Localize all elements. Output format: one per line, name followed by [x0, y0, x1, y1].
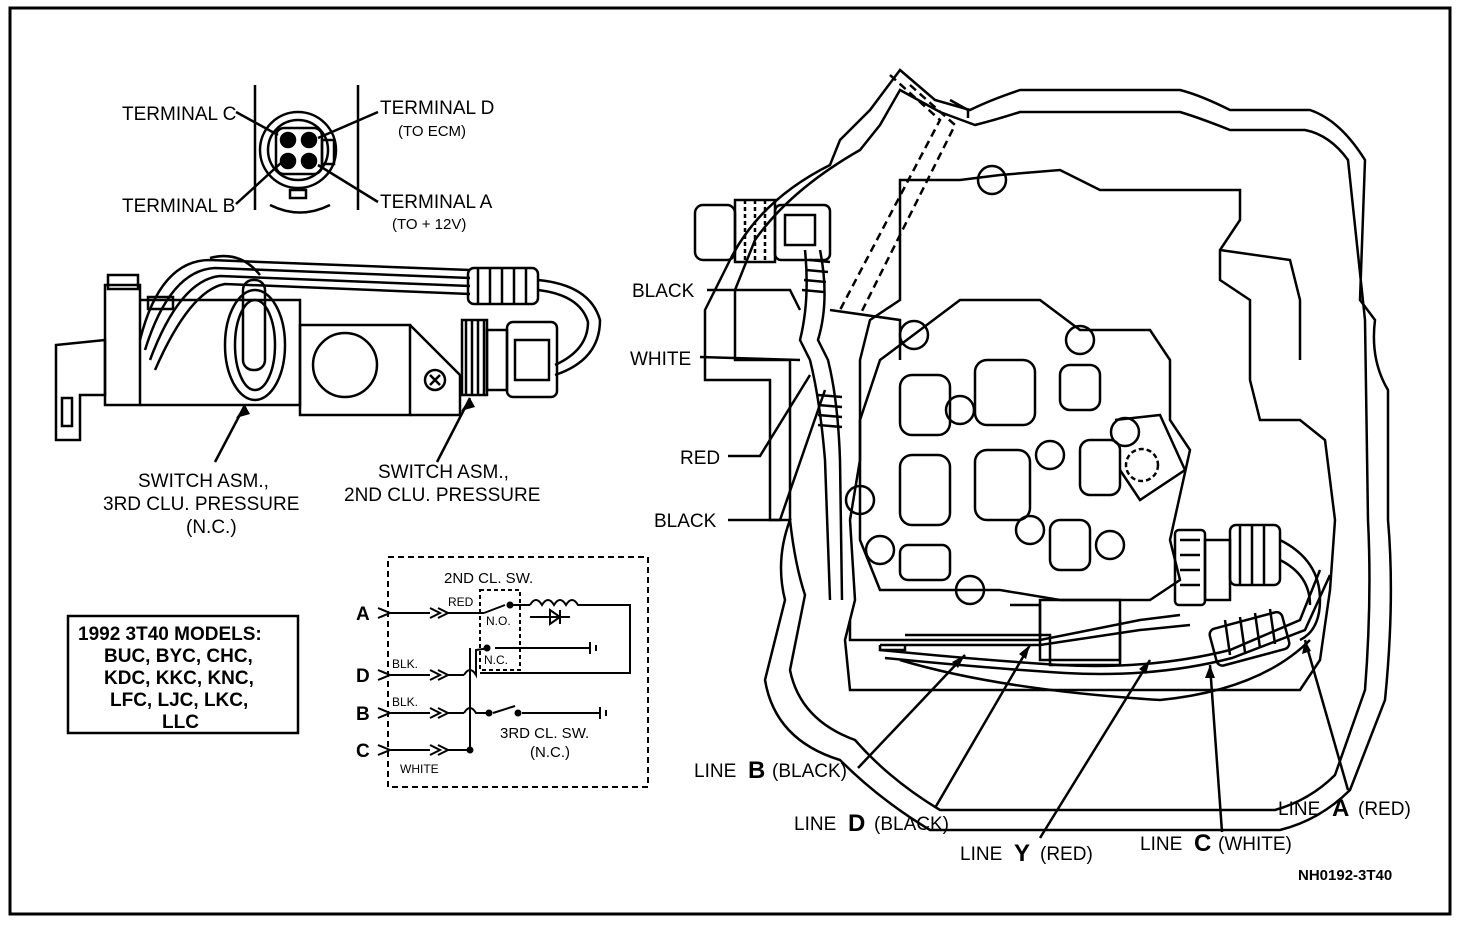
switch-assembly-drawing — [54, 254, 602, 463]
svg-text:BUC, BYC, CHC,: BUC, BYC, CHC, — [104, 646, 253, 667]
svg-text:(N.C.): (N.C.) — [186, 517, 237, 538]
line-d-arrowhead — [1019, 645, 1030, 659]
terminal-d-label: TERMINAL D — [380, 98, 494, 119]
line-b-arrowhead — [952, 655, 965, 668]
line-a-arrowhead — [1302, 640, 1311, 654]
schematic-pins: A RED D BLK. B BLK. C WHITE — [356, 595, 474, 776]
terminal-a-label: TERMINAL A — [380, 192, 493, 213]
svg-text:LINE: LINE — [960, 844, 1002, 865]
pin-a-label: A — [356, 604, 370, 625]
line-d-label: LINE D (BLACK) — [794, 810, 949, 837]
svg-text:2ND CLU. PRESSURE: 2ND CLU. PRESSURE — [344, 485, 540, 506]
pin-c-wire: WHITE — [400, 762, 439, 776]
svg-text:B: B — [748, 757, 765, 784]
line-y-label: LINE Y (RED) — [960, 840, 1093, 867]
line-a-label: LINE A (RED) — [1278, 795, 1411, 822]
switch-2nd-arrowhead — [461, 398, 475, 411]
callout-red: RED — [680, 448, 720, 469]
svg-text:LINE: LINE — [1140, 834, 1182, 855]
models-box — [66, 614, 300, 735]
schematic-3rd-nc: (N.C.) — [530, 744, 570, 761]
svg-text:LINE: LINE — [794, 814, 836, 835]
line-c-arrowhead — [1205, 665, 1215, 678]
svg-text:KDC, KKC, KNC,: KDC, KKC, KNC, — [104, 668, 254, 689]
terminal-a-note: (TO + 12V) — [392, 216, 466, 233]
svg-text:1992 3T40 MODELS:: 1992 3T40 MODELS: — [78, 624, 262, 645]
switch-3rd-label: SWITCH ASM., 3RD CLU. PRESSURE (N.C.) — [103, 471, 299, 538]
terminal-b-label: TERMINAL B — [122, 196, 235, 217]
pin-a-wire: RED — [448, 595, 474, 609]
schematic-lines — [377, 589, 631, 756]
svg-text:(RED): (RED) — [1358, 799, 1411, 820]
pin-b-wire: BLK. — [392, 695, 418, 709]
line-b-label: LINE B (BLACK) — [694, 757, 847, 784]
switch-3rd-arrowhead — [236, 405, 250, 418]
svg-text:LINE: LINE — [694, 761, 736, 782]
pin-b-label: B — [356, 704, 370, 725]
callout-white: WHITE — [630, 349, 691, 370]
pin-d-label: D — [356, 666, 370, 687]
svg-text:(WHITE): (WHITE) — [1218, 834, 1292, 855]
schematic-2nd-title: 2ND CL. SW. — [444, 570, 533, 587]
callout-black-top: BLACK — [632, 281, 695, 302]
schematic-border — [387, 556, 649, 788]
terminal-c-label: TERMINAL C — [122, 104, 236, 125]
pin-c-label: C — [356, 741, 370, 762]
svg-text:A: A — [1332, 795, 1349, 822]
svg-text:LINE: LINE — [1278, 799, 1320, 820]
terminal-d-note: (TO ECM) — [398, 123, 466, 140]
valve-body-drawing — [693, 68, 1393, 839]
line-y-arrowhead — [1139, 660, 1150, 674]
schematic-no-label: N.O. — [486, 614, 511, 628]
pin-d-wire: BLK. — [392, 657, 418, 671]
switch-2nd-label: SWITCH ASM., 2ND CLU. PRESSURE — [344, 462, 540, 506]
figure-frame — [8, 6, 1452, 916]
line-c-label: LINE C (WHITE) — [1140, 830, 1292, 857]
schematic-nc-label: N.C. — [484, 653, 508, 667]
svg-text:(BLACK): (BLACK) — [772, 761, 847, 782]
svg-text:SWITCH ASM.,: SWITCH ASM., — [138, 471, 269, 492]
svg-text:SWITCH ASM.,: SWITCH ASM., — [378, 462, 509, 483]
svg-text:D: D — [848, 810, 865, 837]
svg-text:LLC: LLC — [162, 712, 199, 733]
models-list: 1992 3T40 MODELS: BUC, BYC, CHC, KDC, KK… — [78, 624, 262, 733]
valve-body-callouts: BLACK WHITE RED BLACK — [630, 281, 720, 532]
svg-text:C: C — [1194, 830, 1211, 857]
connector-end-view — [235, 85, 379, 214]
svg-text:3RD CLU. PRESSURE: 3RD CLU. PRESSURE — [103, 494, 299, 515]
svg-text:(RED): (RED) — [1040, 844, 1093, 865]
callout-black-bottom: BLACK — [654, 511, 717, 532]
schematic-3rd-title: 3RD CL. SW. — [500, 725, 589, 742]
figure-code: NH0192-3T40 — [1298, 867, 1392, 884]
svg-text:LFC, LJC, LKC,: LFC, LJC, LKC, — [110, 690, 248, 711]
svg-text:Y: Y — [1014, 840, 1030, 867]
svg-text:(BLACK): (BLACK) — [874, 814, 949, 835]
